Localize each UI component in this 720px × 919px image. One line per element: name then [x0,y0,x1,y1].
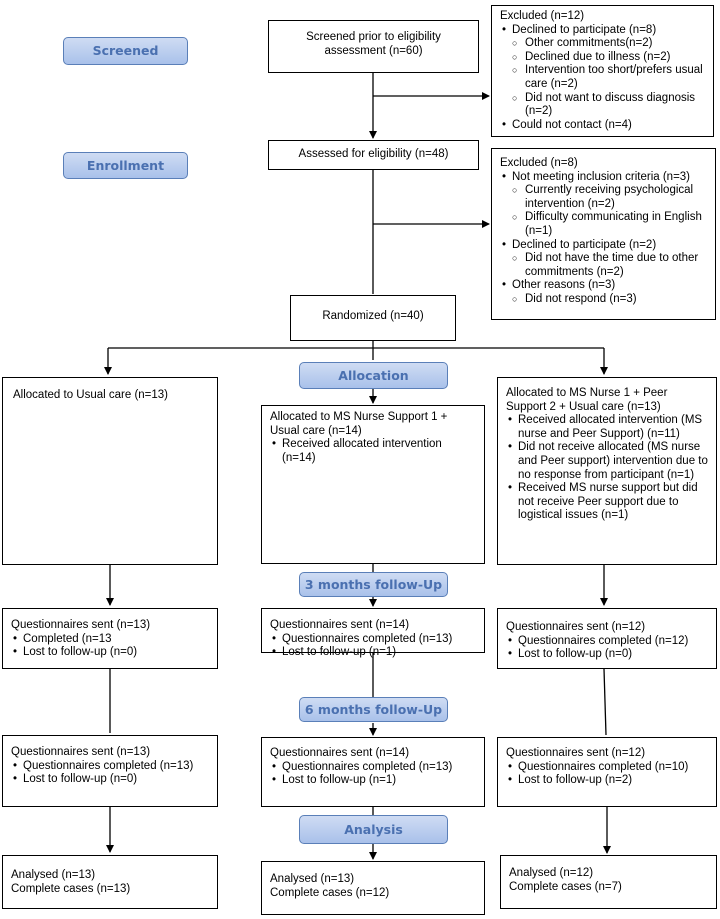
eligibility-box: Assessed for eligibility (n=48) [268,140,479,170]
fu6-left-item: Lost to follow-up (n=0) [11,773,211,787]
analysis-right-analysed: Analysed (n=12) [509,867,594,879]
allocation-left-text: Allocated to Usual care (n=13) [13,389,169,401]
eligibility-text: Assessed for eligibility (n=48) [298,148,449,160]
analysis-left-analysed: Analysed (n=13) [11,869,96,881]
screened-text: Screened prior to eligibility assessment… [306,31,441,57]
fu3-left-box: Questionnaires sent (n=13) Completed (n=… [2,608,218,669]
allocation-left-box: Allocated to Usual care (n=13) [2,377,218,565]
fu3-left-item: Lost to follow-up (n=0) [11,646,211,660]
excluded2-criteria-reason: Currently receiving psychological interv… [512,184,709,211]
excluded1-title: Excluded (n=12) [500,10,585,22]
allocation-middle-text: Allocated to MS Nurse Support 1 + Usual … [270,411,448,437]
excluded-box-1: Excluded (n=12) Declined to participate … [491,5,714,137]
excluded2-criteria-reason: Difficulty communicating in English (n=1… [512,211,709,238]
excluded1-declined: Declined to participate (n=8) Other comm… [500,24,707,119]
screened-box: Screened prior to eligibility assessment… [268,20,479,73]
analysis-left-box: Analysed (n=13) Complete cases (n=13) [2,855,218,909]
stage-screened: Screened [63,37,188,65]
excluded1-reason: Other commitments(n=2) [512,37,707,51]
excluded2-other: Other reasons (n=3) Did not respond (n=3… [500,279,709,306]
fu3-middle-item: Questionnaires completed (n=13) [270,633,478,647]
analysis-right-complete: Complete cases (n=7) [509,880,622,893]
analysis-middle-box: Analysed (n=13) Complete cases (n=12) [261,861,485,915]
analysis-left-complete: Complete cases (n=13) [11,882,131,895]
excluded1-reason: Intervention too short/prefers usual car… [512,64,707,91]
stage-followup-6: 6 months follow-Up [299,697,448,722]
fu3-right-item: Questionnaires completed (n=12) [506,635,710,649]
excluded1-reason: Declined due to illness (n=2) [512,51,707,65]
fu3-middle-item: Lost to follow-up (n=1) [270,646,478,660]
fu3-left-item: Completed (n=13 [11,633,211,647]
fu6-right-item: Questionnaires completed (n=10) [506,761,710,775]
excluded-box-2: Excluded (n=8) Not meeting inclusion cri… [491,148,716,320]
analysis-middle-complete: Complete cases (n=12) [270,886,390,899]
allocation-middle-item: Received allocated intervention (n=14) [270,438,478,465]
allocation-middle-box: Allocated to MS Nurse Support 1 + Usual … [261,405,485,564]
excluded2-other-reason: Did not respond (n=3) [512,293,709,307]
fu3-middle-title: Questionnaires sent (n=14) [270,619,410,631]
arrow-right-2 [603,668,607,736]
randomized-text: Randomized (n=40) [322,310,424,322]
allocation-right-box: Allocated to MS Nurse 1 + Peer Support 2… [497,377,717,565]
fu6-middle-item: Lost to follow-up (n=1) [270,774,478,788]
analysis-right-box: Analysed (n=12) Complete cases (n=7) [500,855,717,909]
stage-allocation: Allocation [299,362,448,389]
analysis-middle-analysed: Analysed (n=13) [270,873,355,885]
fu6-middle-title: Questionnaires sent (n=14) [270,747,410,759]
fu3-middle-box: Questionnaires sent (n=14) Questionnaire… [261,608,485,659]
excluded1-reason: Did not want to discuss diagnosis (n=2) [512,92,707,119]
fu6-left-title: Questionnaires sent (n=13) [11,746,151,758]
fu6-left-box: Questionnaires sent (n=13) Questionnaire… [2,735,218,807]
excluded1-contact: Could not contact (n=4) [500,119,707,133]
allocation-right-text: Allocated to MS Nurse 1 + Peer Support 2… [506,387,668,413]
fu3-right-title: Questionnaires sent (n=12) [506,621,646,633]
excluded2-title: Excluded (n=8) [500,157,578,169]
fu6-right-box: Questionnaires sent (n=12) Questionnaire… [497,737,717,807]
stage-enrollment: Enrollment [63,152,188,179]
fu6-right-item: Lost to follow-up (n=2) [506,774,710,788]
excluded2-declined-reason: Did not have the time due to other commi… [512,252,709,279]
fu6-left-item: Questionnaires completed (n=13) [11,760,211,774]
excluded2-declined: Declined to participate (n=2) Did not ha… [500,239,709,280]
stage-followup-3: 3 months follow-Up [299,572,448,597]
fu3-left-title: Questionnaires sent (n=13) [11,619,151,631]
allocation-right-item: Received MS nurse support but did not re… [506,482,710,523]
allocation-right-item: Received allocated intervention (MS nurs… [506,414,710,441]
allocation-right-item: Did not receive allocated (MS nurse and … [506,441,710,482]
fu3-right-item: Lost to follow-up (n=0) [506,648,710,662]
stage-analysis: Analysis [299,815,448,844]
fu6-middle-item: Questionnaires completed (n=13) [270,761,478,775]
fu3-right-box: Questionnaires sent (n=12) Questionnaire… [497,608,717,669]
excluded2-criteria: Not meeting inclusion criteria (n=3) Cur… [500,171,709,239]
fu6-right-title: Questionnaires sent (n=12) [506,747,646,759]
fu6-middle-box: Questionnaires sent (n=14) Questionnaire… [261,737,485,807]
randomized-box: Randomized (n=40) [290,295,456,341]
